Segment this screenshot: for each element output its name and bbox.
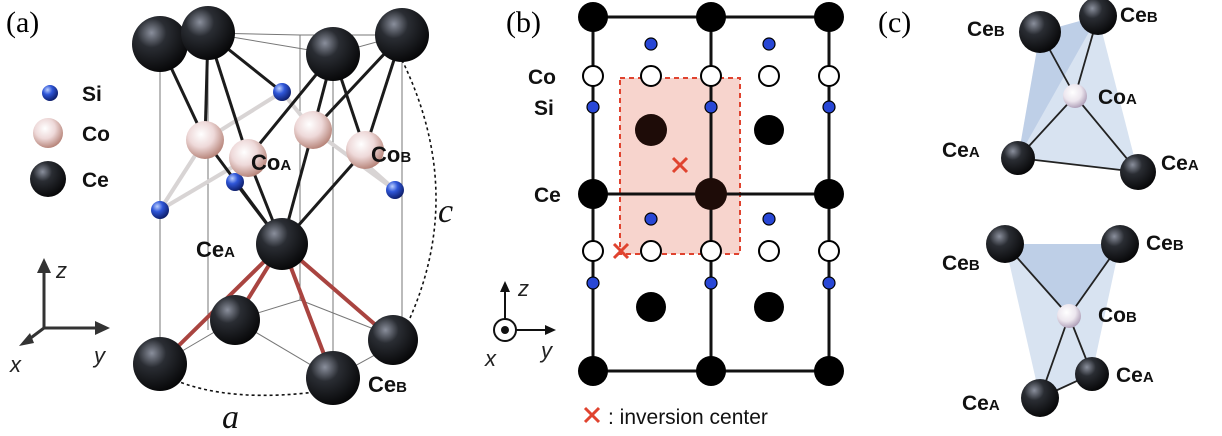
label-ce-a-c2: CeA (1161, 152, 1199, 175)
inversion-legend: : inversion center (583, 406, 768, 429)
label-ce-a-c4: CeA (962, 392, 1000, 415)
legend-co-atom (33, 118, 63, 148)
a-dimension-arc (169, 377, 331, 397)
panel-b: (b) (484, 2, 844, 429)
tetrahedron-upper (1001, 0, 1156, 190)
axis-y-label-b: y (539, 338, 554, 363)
si-atoms-b (586, 37, 836, 290)
label-ce-a-c1: CeA (942, 139, 980, 162)
ce-atoms-a (132, 6, 429, 405)
label-ce-b-c1: CeB (967, 18, 1005, 41)
x-arrowhead (19, 333, 34, 346)
axis-z-label-b: z (517, 276, 529, 301)
label-ce-b-panel: Ce (534, 184, 561, 207)
panel-b-label: (b) (506, 6, 541, 39)
co-atoms-a (186, 111, 384, 177)
label-co-a-main: CoA (251, 150, 291, 175)
legend: Si Co Ce (30, 83, 110, 197)
c-dimension-arc (401, 59, 437, 336)
axis-x-label: x (9, 352, 22, 377)
label-ce-b-c2: CeB (1120, 4, 1158, 27)
inversion-legend-text: : inversion center (608, 406, 768, 429)
axis-x-label-b: x (484, 346, 497, 371)
axes-triad-a (19, 258, 110, 346)
inversion-center-marks (612, 156, 689, 260)
co-atoms-b (582, 65, 840, 262)
label-ce-a-main: CeA (196, 237, 235, 262)
label-co-b-main: CoB (371, 142, 411, 167)
tetrahedron-lower (986, 225, 1139, 417)
lattice-c-label: c (438, 193, 453, 230)
lattice-a-label: a (222, 399, 239, 436)
si-atoms-a (151, 83, 404, 219)
label-co-a-c: CoA (1098, 86, 1137, 109)
y-arrowhead (95, 321, 110, 335)
panel-a-label: (a) (6, 6, 39, 39)
axes-triad-b (493, 281, 556, 342)
label-ce-b-main: CeB (368, 372, 407, 397)
axis-y-label: y (92, 343, 107, 368)
label-co-b-c: CoB (1098, 304, 1137, 327)
legend-ce-label: Ce (82, 169, 109, 192)
legend-si-label: Si (82, 83, 102, 106)
label-ce-b-c3: CeB (942, 252, 980, 275)
label-ce-b-c4: CeB (1146, 232, 1184, 255)
label-ce-a-c3: CeA (1116, 364, 1154, 387)
panel-a: (a) Si Co Ce z y x (6, 6, 453, 436)
legend-ce-atom (30, 161, 66, 197)
label-si-b-panel: Si (534, 97, 554, 120)
z-arrowhead (37, 258, 51, 273)
panel-c: (c) CeB CeB CoA CeA CeA (878, 0, 1199, 417)
ce-atoms-b (578, 2, 844, 386)
label-co-b-panel: Co (528, 66, 556, 89)
legend-si-atom (42, 85, 58, 101)
panel-c-label: (c) (878, 6, 911, 39)
axis-z-label: z (55, 258, 67, 283)
legend-co-label: Co (82, 123, 110, 146)
